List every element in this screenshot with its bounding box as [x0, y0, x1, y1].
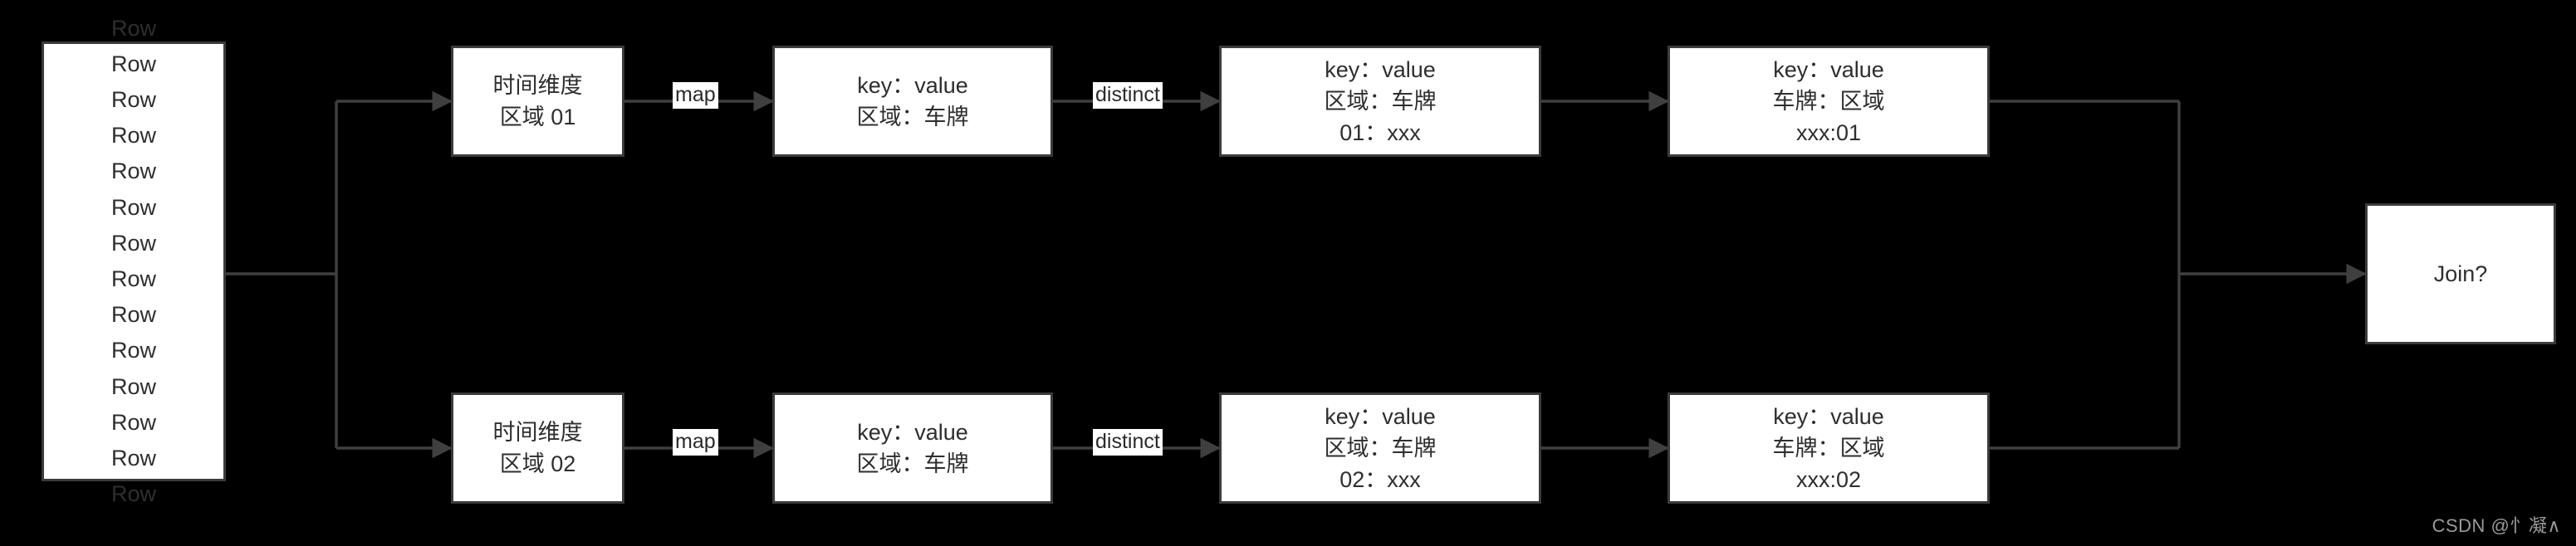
branch-02-time-dimension-box[interactable]: 时间维度 区域 02	[451, 392, 624, 504]
box-text-line: 时间维度	[492, 419, 583, 445]
row-item: Row	[110, 266, 156, 291]
row-source-box[interactable]: Row Row Row Row Row Row Row Row Row Row …	[42, 16, 226, 506]
box-text-line: 01：xxx	[1339, 120, 1421, 146]
branch-01-key-value-swapped-box[interactable]: key：value 车牌：区域 xxx:01	[1668, 46, 1990, 157]
csdn-watermark: CSDN @忄凝∧	[2432, 515, 2561, 536]
branch-01-distinct-label: distinct	[1093, 82, 1163, 110]
box-text-line: 区域 01	[499, 105, 576, 129]
box-text-line: 区域 02	[499, 451, 576, 476]
row-item: Row	[110, 409, 156, 435]
branch-02-key-value-swapped-box[interactable]: key：value 车牌：区域 xxx:02	[1668, 392, 1990, 504]
branch-02-map-label: map	[673, 429, 718, 456]
box-text-line: key：value	[857, 419, 968, 445]
box-text-line: 区域：车牌	[1324, 435, 1437, 461]
box-text-line: xxx:02	[1795, 467, 1862, 493]
branch-01-key-value-distinct-box[interactable]: key：value 区域：车牌 01：xxx	[1219, 46, 1541, 157]
row-item: Row	[110, 481, 156, 507]
box-text-line: xxx:01	[1795, 120, 1862, 146]
branch-02-key-value-map-box[interactable]: key：value 区域：车牌	[772, 392, 1053, 504]
row-item: Row	[110, 87, 156, 113]
box-text-line: 区域：车牌	[1324, 88, 1437, 114]
row-item: Row	[110, 445, 156, 470]
box-text-line: key：value	[857, 72, 968, 98]
branch-01-time-dimension-box[interactable]: 时间维度 区域 01	[451, 46, 624, 157]
join-node-box[interactable]: Join?	[2365, 203, 2556, 344]
box-text-line: key：value	[1325, 403, 1436, 429]
branch-01-map-label: map	[673, 82, 718, 110]
row-item: Row	[110, 338, 156, 363]
row-item: Row	[110, 194, 156, 220]
row-item: Row	[110, 123, 156, 149]
row-item: Row	[110, 158, 156, 184]
row-item: Row	[110, 230, 156, 256]
row-item: Row	[110, 373, 156, 399]
box-text-line: key：value	[1773, 56, 1884, 82]
row-item: Row	[110, 302, 156, 328]
box-text-line: 区域：车牌	[856, 105, 969, 129]
row-item: Row	[110, 15, 156, 41]
join-node-label: Join?	[2433, 261, 2488, 286]
box-text-line: 02：xxx	[1339, 467, 1421, 493]
branch-02-distinct-label: distinct	[1093, 429, 1163, 456]
branch-01-key-value-map-box[interactable]: key：value 区域：车牌	[772, 46, 1053, 157]
row-item: Row	[110, 51, 156, 76]
box-text-line: 车牌：区域	[1772, 435, 1885, 461]
box-text-line: 区域：车牌	[856, 451, 969, 476]
box-text-line: key：value	[1325, 56, 1436, 82]
branch-02-key-value-distinct-box[interactable]: key：value 区域：车牌 02：xxx	[1219, 392, 1541, 504]
box-text-line: 时间维度	[492, 72, 583, 98]
box-text-line: key：value	[1773, 403, 1884, 429]
box-text-line: 车牌：区域	[1772, 88, 1885, 114]
